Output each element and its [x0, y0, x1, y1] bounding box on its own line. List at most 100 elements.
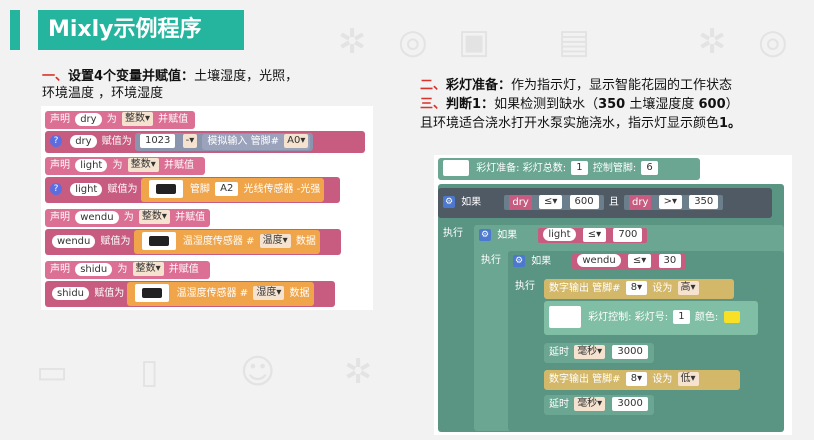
rgb-control-block[interactable]: 彩灯控制: 彩灯号: 1 颜色: [544, 301, 758, 335]
temp-dropdown[interactable]: 温度▾ [259, 234, 291, 248]
value-is-label: 赋值为 [107, 184, 138, 195]
assign-shidu-block[interactable]: shidu 赋值为 温湿度传感器 # 湿度▾ 数据 [45, 281, 335, 307]
delay-label: 延时 [549, 347, 569, 358]
declare-wendu-block[interactable]: 声明 wendu 为 整数▾ 并赋值 [45, 209, 210, 227]
light-sensor-block[interactable]: 管脚 A2 光线传感器 -光强 [140, 178, 325, 202]
as-label: 为 [117, 264, 128, 275]
step2-number: 二、 [420, 78, 447, 93]
assign-wendu-block[interactable]: wendu 赋值为 温湿度传感器 # 温度▾ 数据 [45, 229, 341, 255]
gear-icon[interactable]: ⚙ [479, 229, 491, 241]
num-30[interactable]: 30 [658, 253, 682, 268]
dht-temp-block[interactable]: 温湿度传感器 # 温度▾ 数据 [133, 230, 320, 254]
then-light-label: 执行 [481, 255, 501, 266]
dry-var[interactable]: dry [509, 194, 532, 210]
declare-label: 声明 [50, 212, 70, 223]
dht-sensor-icon [135, 284, 170, 302]
declare-dry-block[interactable]: 声明 dry 为 整数▾ 并赋值 [45, 111, 195, 129]
digital-out-high-block[interactable]: 数字输出 管脚# 8▾ 设为 高▾ [544, 279, 734, 299]
var-wendu[interactable]: wendu [75, 210, 119, 224]
num-700[interactable]: 700 [613, 227, 643, 242]
le-dropdown[interactable]: ≤▾ [627, 253, 652, 268]
var-dry[interactable]: dry [75, 112, 102, 126]
delay-2-block[interactable]: 延时 毫秒▾ 3000 [544, 395, 654, 415]
pin8-dropdown[interactable]: 8▾ [625, 281, 648, 295]
watermark-5: ✲ [698, 22, 727, 62]
dht-label: 温湿度传感器 # [176, 288, 249, 299]
rgb-num-input[interactable]: 1 [673, 310, 690, 324]
type-dropdown[interactable]: 整数▾ [127, 158, 159, 172]
delay-1-block[interactable]: 延时 毫秒▾ 3000 [544, 343, 654, 363]
declare-light-block[interactable]: 声明 light 为 整数▾ 并赋值 [45, 157, 205, 175]
math-block[interactable]: 1023 -▾ 模拟输入 管脚# A0▾ [134, 133, 314, 151]
pin8-dropdown[interactable]: 8▾ [625, 372, 648, 386]
type-dropdown[interactable]: 整数▾ [132, 262, 164, 276]
if-outer-condition-row[interactable]: ⚙ 如果 dry ≤▾ 600 且 dry >▾ 350 [438, 188, 772, 218]
num-1023[interactable]: 1023 [139, 134, 176, 148]
dht-humidity-block[interactable]: 温湿度传感器 # 湿度▾ 数据 [127, 282, 314, 306]
cond-dry-gt-350[interactable]: dry >▾ 350 [624, 194, 724, 210]
var-shidu[interactable]: shidu [75, 262, 113, 276]
cond-light-le-700[interactable]: light ≤▾ 700 [538, 227, 648, 243]
step3-line3: 且环境适合浇水打开水泵实施浇水，指示灯显示颜色 [420, 116, 720, 131]
ms-dropdown[interactable]: 毫秒▾ [574, 397, 606, 411]
light-var[interactable]: light [543, 228, 576, 241]
assign-light-block[interactable]: ? light 赋值为 管脚 A2 光线传感器 -光强 [45, 177, 340, 203]
num-350[interactable]: 350 [689, 195, 719, 209]
page-title: Mixly示例程序 [38, 10, 244, 50]
step3-end: ） [725, 97, 739, 112]
rgb-init-label: 彩灯准备: 彩灯总数: [476, 163, 567, 174]
analog-read-block[interactable]: 模拟输入 管脚# A0▾ [202, 134, 311, 150]
left-intro-line2: 环境温度 ，环境湿度 [42, 86, 164, 101]
pin-a0-dropdown[interactable]: A0▾ [284, 134, 309, 148]
step3-val2: 600 [698, 97, 726, 112]
rgb-count-input[interactable]: 1 [571, 161, 588, 175]
humidity-dropdown[interactable]: 湿度▾ [253, 286, 285, 300]
pin-a2[interactable]: A2 [215, 182, 239, 196]
low-dropdown[interactable]: 低▾ [677, 372, 699, 386]
if-label: 如果 [461, 197, 482, 208]
type-dropdown[interactable]: 整数▾ [121, 112, 153, 126]
var-light[interactable]: light [70, 182, 103, 196]
high-dropdown[interactable]: 高▾ [677, 281, 699, 295]
gt-dropdown[interactable]: >▾ [658, 195, 682, 209]
gear-icon[interactable]: ⚙ [513, 255, 525, 267]
watermark-6: ◎ [758, 22, 788, 62]
var-light[interactable]: light [75, 158, 108, 172]
cond-wendu-le-30[interactable]: wendu ≤▾ 30 [572, 253, 687, 269]
rgb-init-block[interactable]: 彩灯准备: 彩灯总数: 1 控制管脚: 6 [438, 158, 700, 180]
num-3000[interactable]: 3000 [612, 397, 648, 411]
right-intro-line3: 且环境适合浇水打开水泵实施浇水，指示灯显示颜色1。 [420, 115, 741, 132]
as-label: 为 [123, 212, 134, 223]
declare-shidu-block[interactable]: 声明 shidu 为 整数▾ 并赋值 [45, 261, 210, 279]
ms-dropdown[interactable]: 毫秒▾ [574, 345, 606, 359]
color-swatch[interactable] [724, 311, 741, 323]
le-dropdown[interactable]: ≤▾ [582, 227, 607, 242]
num-3000[interactable]: 3000 [612, 345, 648, 359]
as-label: 为 [112, 160, 123, 171]
and-label: 且 [608, 197, 619, 208]
assign-dry-block[interactable]: ? dry 赋值为 1023 -▾ 模拟输入 管脚# A0▾ [45, 131, 365, 153]
step1-desc: 土壤湿度，光照， [194, 69, 299, 84]
num-600[interactable]: 600 [569, 195, 599, 209]
var-shidu[interactable]: shidu [52, 286, 90, 300]
le-dropdown[interactable]: ≤▾ [538, 195, 563, 209]
gear-icon[interactable]: ⚙ [443, 196, 455, 208]
right-intro-line1: 二、彩灯准备：作为指示灯，显示智能花园的工作状态 [420, 77, 732, 94]
type-dropdown[interactable]: 整数▾ [138, 210, 170, 224]
var-wendu[interactable]: wendu [52, 234, 96, 248]
op-dropdown[interactable]: -▾ [182, 134, 198, 148]
as-label: 为 [106, 114, 117, 125]
digital-out-low-block[interactable]: 数字输出 管脚# 8▾ 设为 低▾ [544, 370, 740, 390]
left-intro-line1: 一、设置4个变量并赋值：土壤湿度，光照， [42, 68, 298, 85]
ctrl-pin-input[interactable]: 6 [641, 161, 658, 175]
var-dry[interactable]: dry [70, 134, 97, 148]
if-wendu-condition-row[interactable]: ⚙ 如果 wendu ≤▾ 30 [508, 251, 688, 273]
wendu-var[interactable]: wendu [577, 254, 621, 267]
assign-label: 并赋值 [168, 264, 199, 275]
cond-dry-le-600[interactable]: dry ≤▾ 600 [504, 194, 604, 210]
declare-label: 声明 [50, 114, 70, 125]
watermark-4: ▤ [558, 22, 591, 62]
step3-mid: 土壤湿度度 [625, 97, 699, 112]
dry-var[interactable]: dry [629, 194, 652, 210]
if-light-condition-row[interactable]: ⚙ 如果 light ≤▾ 700 [474, 225, 654, 247]
